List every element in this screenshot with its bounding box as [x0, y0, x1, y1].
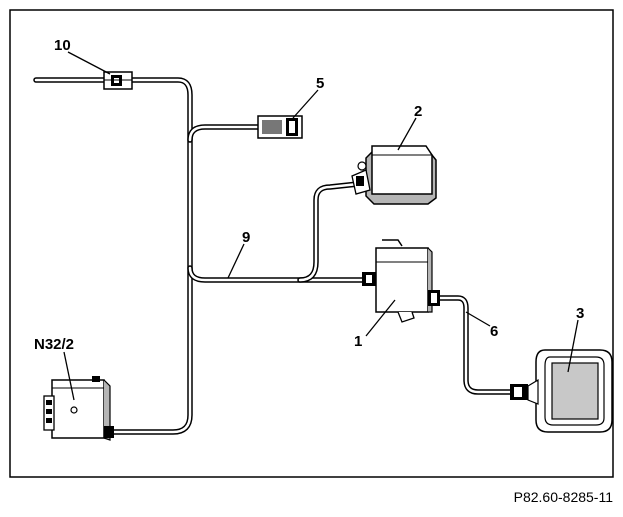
- callout-6: 6: [490, 323, 498, 340]
- control-unit-1: [362, 239, 440, 323]
- module-2: [351, 145, 437, 205]
- callout-9: 9: [242, 229, 250, 246]
- callout-1: 1: [354, 333, 362, 350]
- display-3: [510, 349, 613, 433]
- callout-3: 3: [576, 305, 584, 322]
- wiring-harness: [33, 77, 513, 435]
- callout-5: 5: [316, 75, 324, 92]
- callout-2: 2: [414, 103, 422, 120]
- leader-lines: [63, 51, 579, 401]
- connector-10: [103, 71, 133, 90]
- connector-5: [257, 115, 303, 139]
- callout-n32-2: N32/2: [34, 336, 74, 353]
- module-n32-2: [43, 376, 114, 441]
- figure-reference: P82.60-8285-11: [513, 489, 613, 505]
- callout-10: 10: [54, 37, 71, 54]
